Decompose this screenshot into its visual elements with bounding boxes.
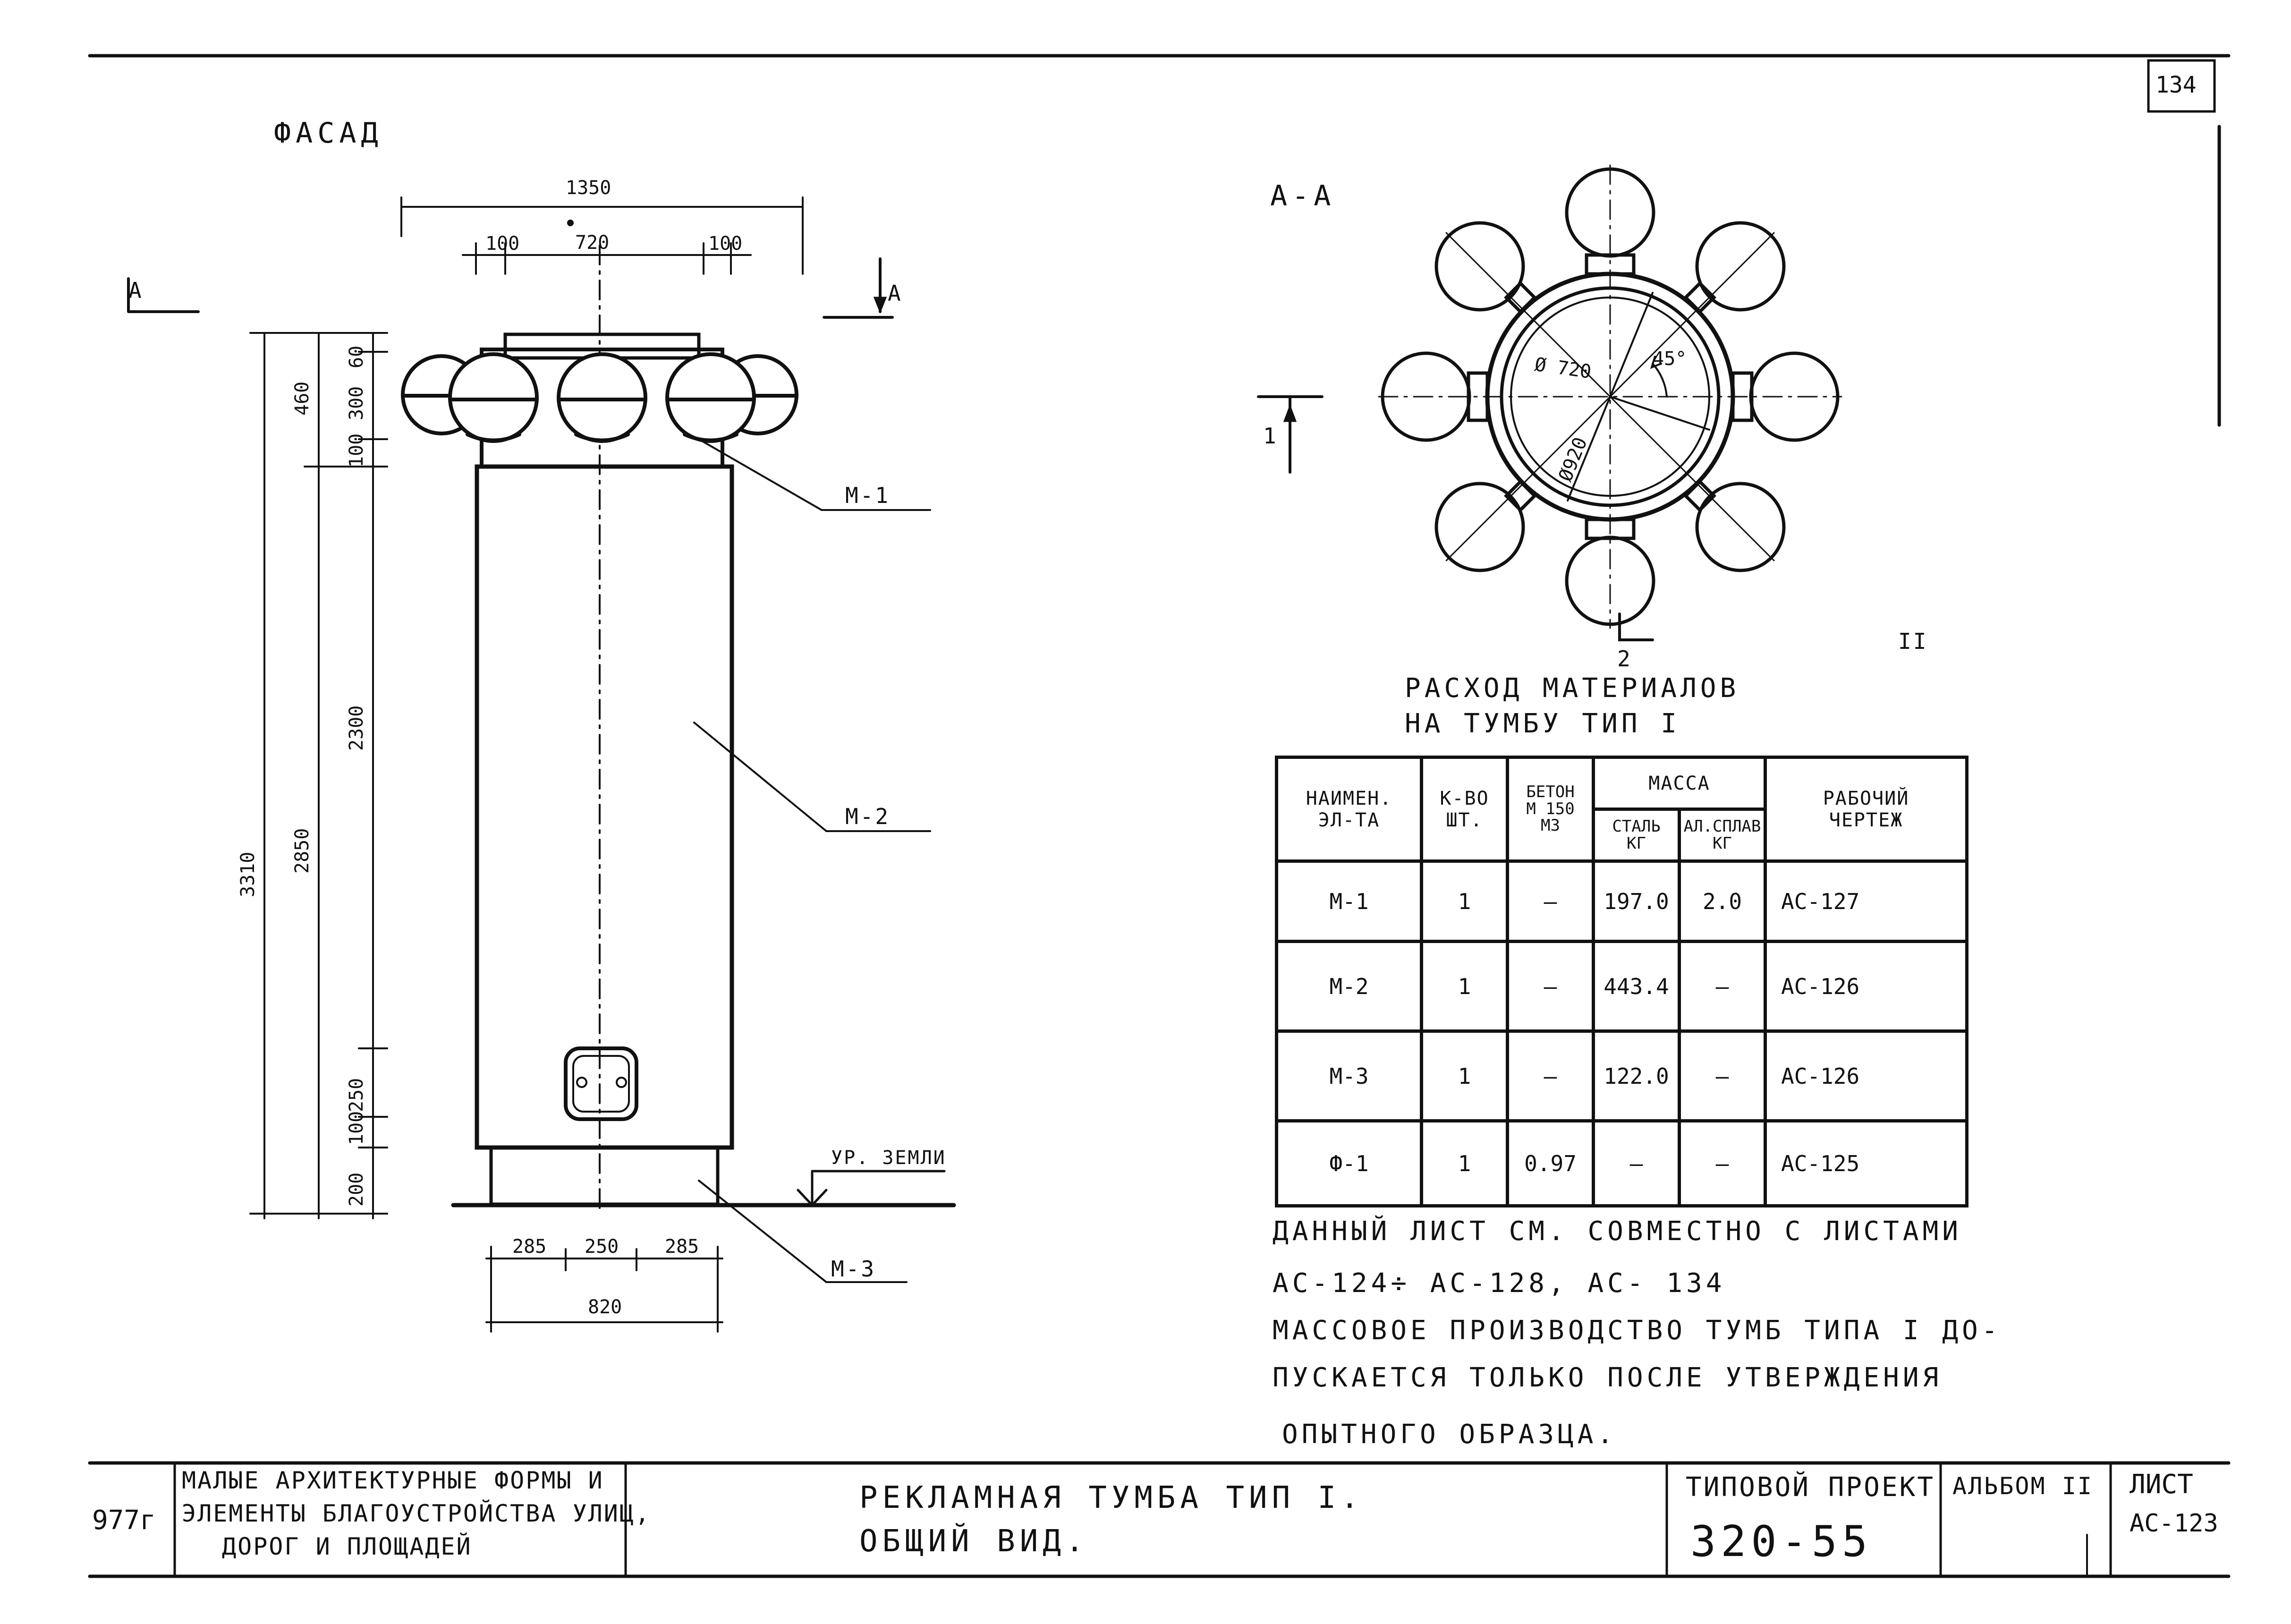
dim-inner-6: 200 <box>346 1172 367 1207</box>
table-row: М-2 1 – 443.4 – АС-126 <box>1275 940 1969 1033</box>
project-number: 320-55 <box>1690 1517 1873 1566</box>
drawing-title-line2: ОБЩИЙ ВИД. <box>859 1524 1089 1559</box>
facade-section-marker-right: А <box>888 281 903 306</box>
section-aa-drawing <box>1257 164 1842 641</box>
facade-drawing <box>127 196 956 1333</box>
note-line-2: АС-124÷ АС-128, АС- 134 <box>1273 1268 1726 1299</box>
dim-inner-1: 300 <box>346 386 367 420</box>
dim-base-left: 285 <box>512 1236 547 1258</box>
section-title: А-А <box>1270 179 1336 213</box>
dim-base-width: 820 <box>588 1296 622 1318</box>
title-block-lines <box>88 1461 2231 1578</box>
materials-table: НАИМЕН. ЭЛ-ТА К-ВО ШТ. БЕТОН М 150 М3 МА… <box>1275 756 1969 1207</box>
title-series-line3: ДОРОГ И ПЛОЩАДЕЙ <box>222 1533 472 1560</box>
table-row: Ф-1 1 0.97 – – АС-125 <box>1275 1119 1969 1207</box>
col-qty-header: К-ВО ШТ. <box>1420 756 1509 863</box>
col-steel-header: СТАЛЬ КГ <box>1592 808 1681 863</box>
corner-sheet-number: 134 <box>2155 72 2197 98</box>
dim-base-right: 285 <box>665 1236 699 1258</box>
sheet-frame <box>88 54 2231 427</box>
dim-angle: 45° <box>1653 348 1687 370</box>
dim-base-center: 250 <box>585 1236 619 1258</box>
col-name-header: НАИМЕН. ЭЛ-ТА <box>1275 756 1423 863</box>
section-marker-2: 2 <box>1617 646 1632 672</box>
title-year: 977г <box>92 1505 156 1536</box>
table-row: М-1 1 – 197.0 2.0 АС-127 <box>1275 859 1969 943</box>
note-line-4: ПУСКАЕТСЯ ТОЛЬКО ПОСЛЕ УТВЕРЖДЕНИЯ <box>1273 1362 1943 1393</box>
section-marker-1: 1 <box>1263 423 1278 449</box>
dim-inner-4: 250 <box>346 1078 367 1112</box>
album-label: АЛЬБОМ II <box>1952 1472 2093 1500</box>
title-series-line2: ЭЛЕМЕНТЫ БЛАГОУСТРОЙСТВА УЛИЦ, <box>182 1500 651 1527</box>
col-alloy-header: АЛ.СПЛАВ КГ <box>1678 808 1767 863</box>
dim-left-offset: 100 <box>485 233 520 255</box>
col-concrete-header: БЕТОН М 150 М3 <box>1506 756 1595 863</box>
drawing-title-line1: РЕКЛАМНАЯ ТУМБА ТИП I. <box>859 1480 1364 1515</box>
note-line-5: ОПЫТНОГО ОБРАЗЦА. <box>1282 1419 1617 1450</box>
dim-left-top: 460 <box>291 381 313 416</box>
dim-inner-3: 2300 <box>346 705 367 751</box>
sheet-label: ЛИСТ <box>2130 1469 2193 1500</box>
table-row: М-3 1 – 122.0 – АС-126 <box>1275 1029 1969 1122</box>
facade-section-marker-left: А <box>128 278 144 303</box>
dim-inner-0: 60 <box>346 345 367 368</box>
dim-inner-2: 100 <box>346 433 367 468</box>
sheet-number: АС-123 <box>2130 1509 2218 1538</box>
callout-m3: М-3 <box>831 1256 876 1282</box>
dim-inner-5: 100 <box>346 1111 367 1145</box>
note-line-1: ДАННЫЙ ЛИСТ СМ. СОВМЕСТНО С ЛИСТАМИ <box>1273 1216 1962 1247</box>
facade-title: ФАСАД <box>274 117 383 150</box>
materials-title-line2: НА ТУМБУ ТИП I <box>1405 708 1681 739</box>
dim-right-offset: 100 <box>708 233 743 255</box>
dim-center-width: 720 <box>575 232 610 254</box>
col-mass-header: МАССА <box>1592 756 1767 811</box>
dim-total-width: 1350 <box>566 177 611 199</box>
ground-level-label: УР. ЗЕМЛИ <box>831 1147 946 1169</box>
col-drawing-header: РАБОЧИЙ ЧЕРТЕЖ <box>1764 756 1969 863</box>
title-series-line1: МАЛЫЕ АРХИТЕКТУРНЫЕ ФОРМЫ И <box>182 1467 604 1494</box>
project-label: ТИПОВОЙ ПРОЕКТ <box>1686 1472 1935 1503</box>
dim-overall-height: 3310 <box>237 851 259 897</box>
callout-m2: М-2 <box>845 804 891 829</box>
section-marker-right: II <box>1898 629 1928 654</box>
note-line-3: МАССОВОЕ ПРОИЗВОДСТВО ТУМБ ТИПА I ДО- <box>1273 1315 2002 1346</box>
materials-title-line1: РАСХОД МАТЕРИАЛОВ <box>1405 673 1740 704</box>
callout-m1: М-1 <box>845 483 891 508</box>
dim-left-bottom: 2850 <box>291 828 313 874</box>
